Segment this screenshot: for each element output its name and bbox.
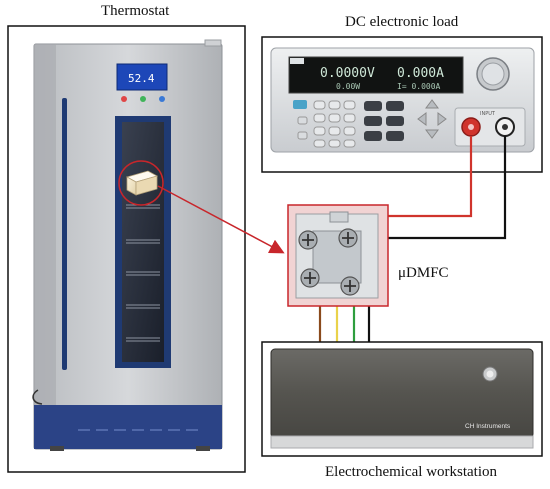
function-key[interactable] [364,131,382,141]
terminal-positive-hole [468,124,474,130]
dc-load-panel [261,36,543,173]
function-key[interactable] [364,116,382,126]
brand-logo-icon [290,58,304,64]
key[interactable] [343,100,356,110]
dc-load-display [288,56,464,94]
key[interactable] [343,113,356,123]
thermostat-readout: 52.4 [128,72,155,85]
key[interactable] [313,113,326,123]
workstation-label: Electrochemical workstation [325,464,498,480]
top-hinge [204,39,222,47]
voltage-readout: 0.0000V [320,66,375,81]
shelves [126,204,160,342]
input-label: INPUT [480,111,496,117]
thermostat-button-green[interactable] [140,96,146,102]
thermostat-panel [7,25,246,473]
key[interactable] [343,126,356,136]
set-readout: I= 0.000A [397,82,441,91]
thermostat-side [34,44,56,449]
thermostat-display [116,63,168,91]
dc-load-label: DC electronic load [345,14,459,30]
window-glass [122,122,164,362]
wires [318,136,507,342]
thermostat-button-blue[interactable] [159,96,165,102]
foot-right [196,446,210,451]
key[interactable] [328,126,341,136]
power-key[interactable] [293,100,307,109]
function-key[interactable] [386,101,404,111]
wire-red [388,136,473,218]
rotary-knob-cap [481,62,505,86]
terminal-negative-hole [502,124,508,130]
function-key[interactable] [386,131,404,141]
thermostat-base [34,405,222,449]
key[interactable] [313,100,326,110]
thermostat-button-red[interactable] [121,96,127,102]
highlight-circle [118,160,164,206]
workstation-brand: CH Instruments [465,423,511,430]
wire-black [388,136,507,240]
key[interactable] [328,139,341,148]
side-cable [32,389,43,405]
key[interactable] [297,131,308,140]
key[interactable] [343,139,356,148]
foot-left [50,446,64,451]
workstation-base [270,435,534,449]
fuel-cell-cube-icon [125,170,159,196]
arrow-up-icon[interactable] [425,99,439,109]
arrow-right-icon[interactable] [437,112,447,126]
udmfc-tab [329,211,349,223]
workstation-panel: CH Instruments [261,341,543,457]
udmfc-panel [287,204,389,307]
power-button-cap [486,370,494,378]
key[interactable] [328,100,341,110]
zoom-arrow [157,185,285,254]
current-readout: 0.000A [397,66,444,81]
thermostat-label: Thermostat [101,3,170,19]
arrow-left-icon[interactable] [417,112,427,126]
arrow-down-icon[interactable] [425,129,439,139]
key[interactable] [328,113,341,123]
door-handle[interactable] [62,98,67,370]
function-key[interactable] [386,116,404,126]
key[interactable] [313,139,326,148]
key[interactable] [313,126,326,136]
key[interactable] [297,116,308,125]
function-key[interactable] [364,101,382,111]
power-readout: 0.00W [336,82,360,91]
screws [298,228,360,296]
keypad [293,99,447,148]
udmfc-label: μDMFC [398,265,449,281]
